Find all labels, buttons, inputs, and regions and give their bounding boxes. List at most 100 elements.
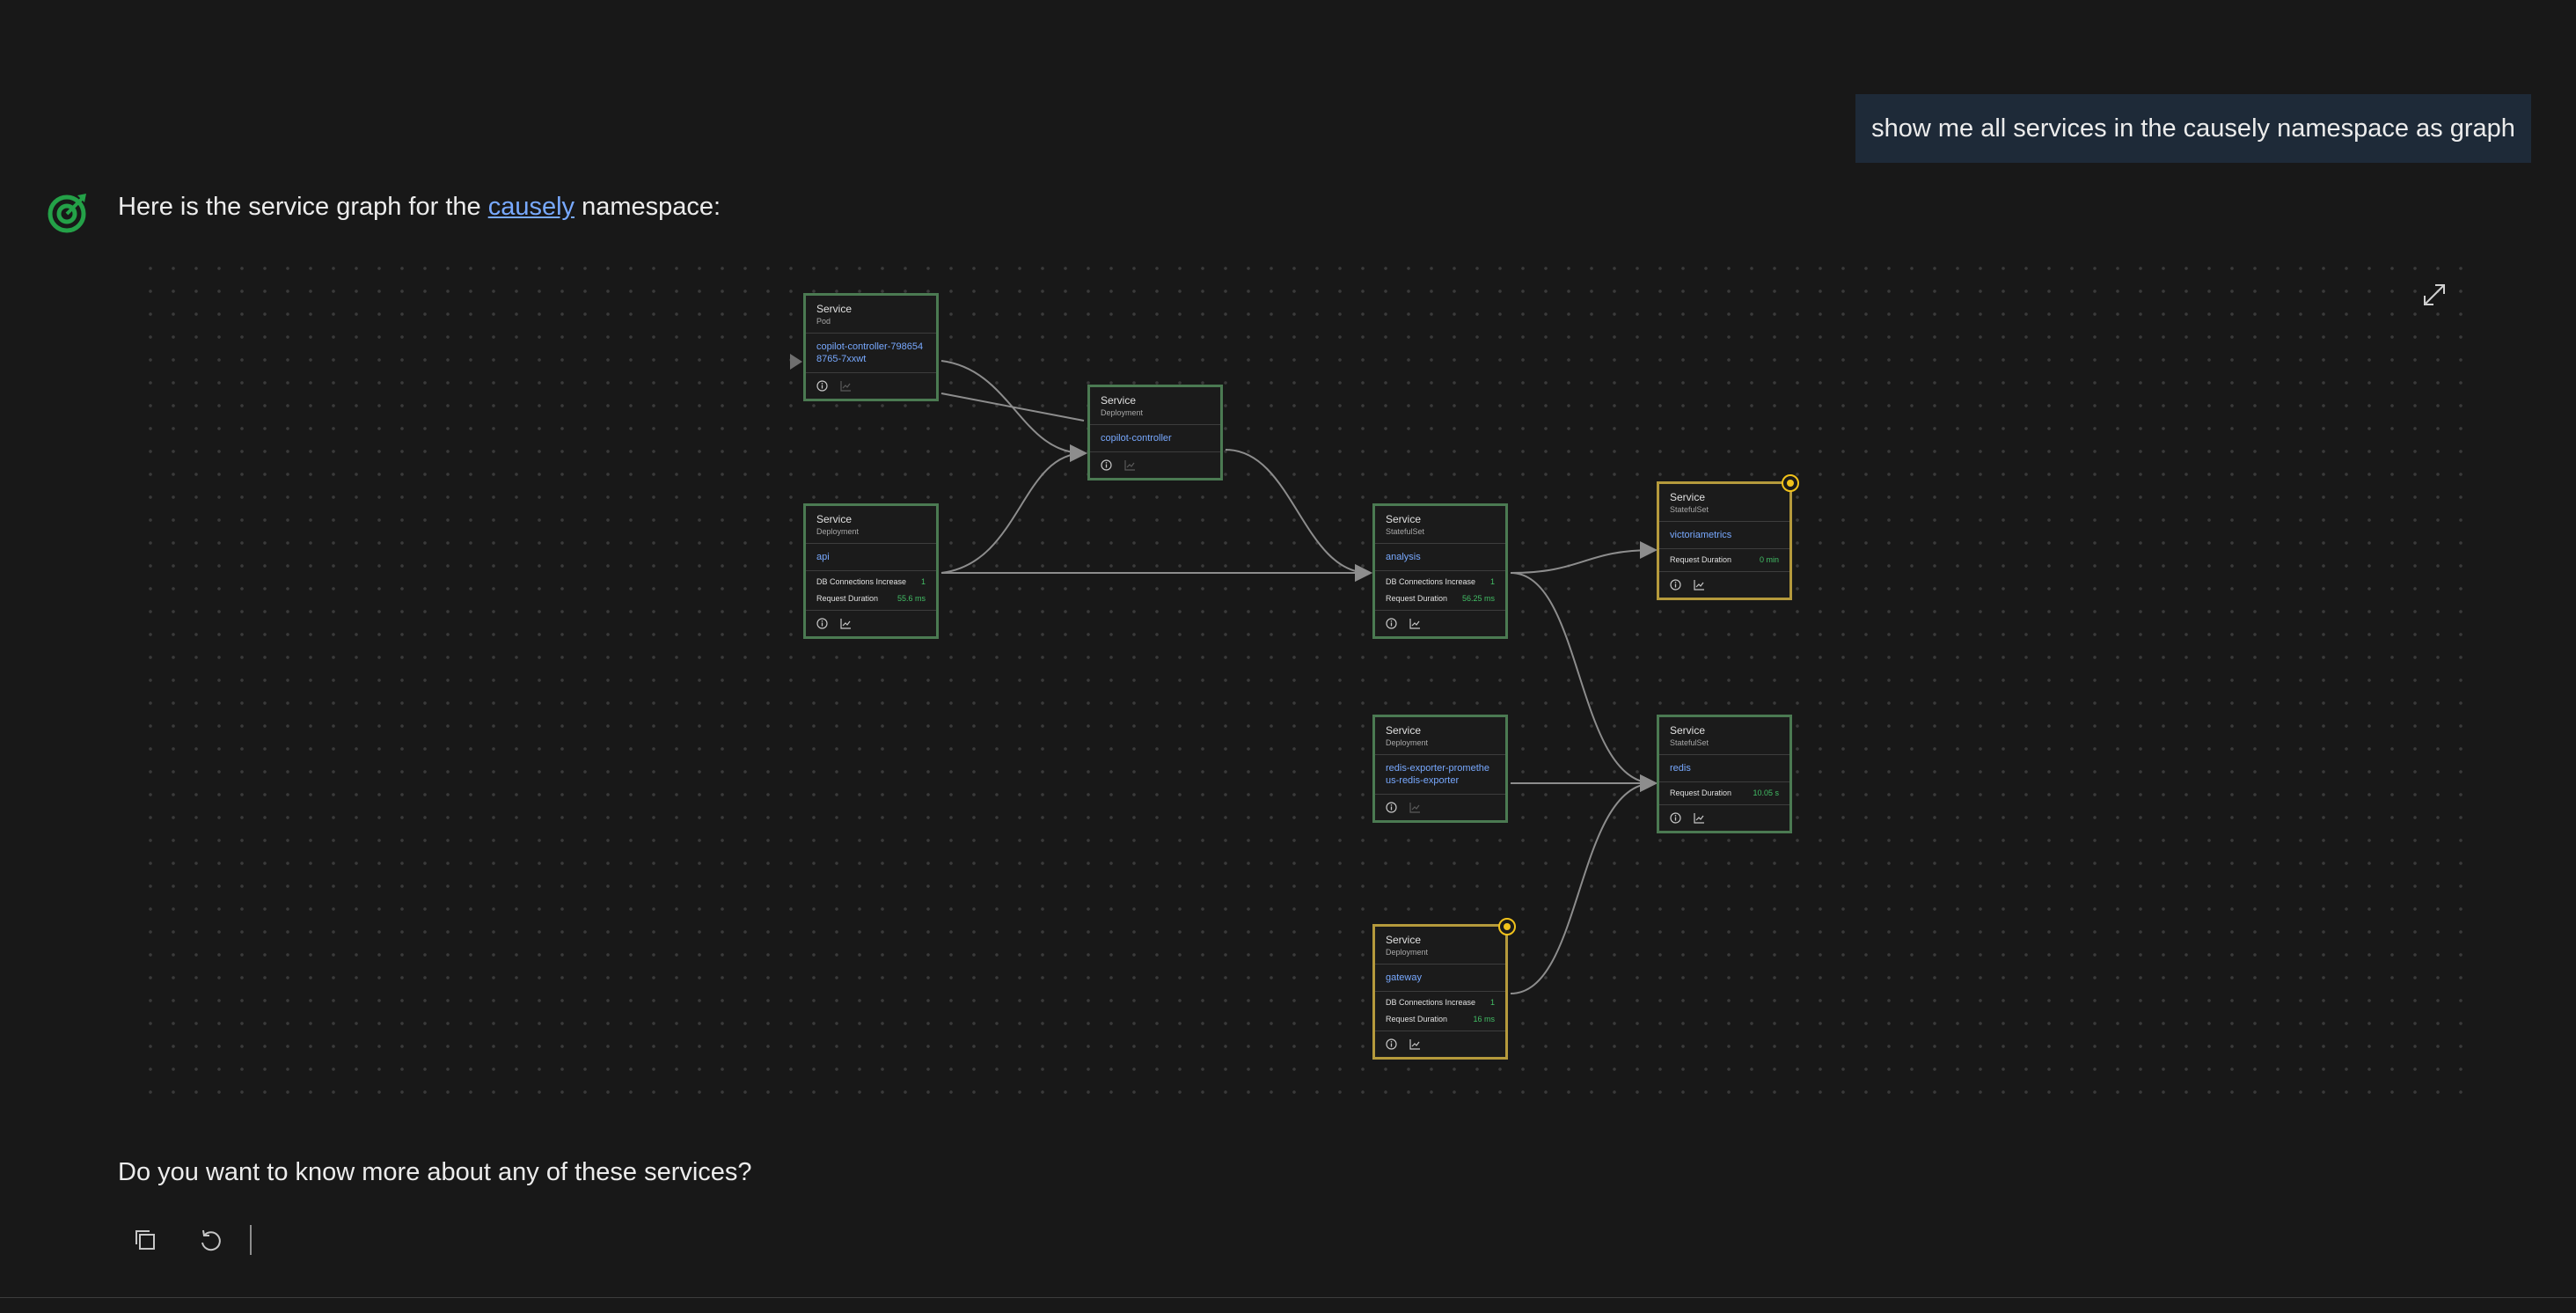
node-kind: Service (1670, 724, 1706, 737)
expand-icon[interactable] (2419, 280, 2449, 310)
service-graph-canvas[interactable] (132, 250, 2472, 1104)
service-node-copilot-controller[interactable]: Service Deployment copilot-controller (1087, 385, 1223, 480)
node-subkind: Deployment (816, 527, 860, 536)
alert-badge-icon[interactable] (1498, 918, 1516, 935)
node-subkind: Deployment (1101, 408, 1144, 417)
node-footer (1375, 611, 1505, 636)
node-kind: Service (1670, 491, 1706, 503)
metric-value: 1 (920, 577, 926, 586)
node-name-link[interactable]: copilot-controller-7986548765-7xxwt (806, 334, 936, 373)
intro-prefix: Here is the service graph for the (118, 193, 488, 221)
assistant-followup: Do you want to know more about any of th… (118, 1158, 752, 1186)
node-footer (1659, 572, 1789, 598)
metric-row: DB Connections Increase 1 (1375, 994, 1505, 1011)
service-node-copilot-controller-pod[interactable]: Service Pod copilot-controller-798654876… (803, 293, 939, 401)
node-kind: Service (816, 303, 853, 315)
metric-value: 1 (1489, 998, 1495, 1007)
node-subkind: Pod (816, 317, 831, 326)
service-node-gateway[interactable]: Service Deployment gateway DB Connection… (1372, 924, 1508, 1060)
node-name-link[interactable]: redis (1659, 755, 1789, 782)
service-node-redis-exporter[interactable]: Service Deployment redis-exporter-promet… (1372, 715, 1508, 823)
node-header: Service StatefulSet (1659, 484, 1789, 522)
chart-icon[interactable] (1409, 1038, 1421, 1050)
node-header: Service Deployment (1375, 717, 1505, 755)
metric-value: 0 min (1759, 555, 1779, 564)
info-icon[interactable] (1386, 618, 1397, 629)
chart-icon (1409, 802, 1421, 813)
node-name-link[interactable]: analysis (1375, 544, 1505, 571)
metric-value: 10.05 s (1753, 789, 1779, 797)
info-icon[interactable] (1386, 802, 1397, 813)
node-kind: Service (1101, 394, 1137, 407)
chart-icon (1124, 459, 1136, 471)
node-name-link[interactable]: api (806, 544, 936, 571)
info-icon[interactable] (816, 618, 828, 629)
info-icon[interactable] (1386, 1038, 1397, 1050)
node-header: Service Deployment (806, 506, 936, 544)
info-icon[interactable] (1101, 459, 1112, 471)
node-metrics: DB Connections Increase 1 Request Durati… (1375, 992, 1505, 1031)
node-header: Service Deployment (1090, 387, 1220, 425)
node-kind: Service (1386, 724, 1422, 737)
metric-label: DB Connections Increase (1386, 998, 1476, 1007)
node-kind: Service (1386, 934, 1422, 946)
node-subkind: StatefulSet (1386, 527, 1425, 536)
node-footer (806, 373, 936, 399)
chart-icon[interactable] (1694, 579, 1705, 590)
node-footer (806, 611, 936, 636)
chart-icon (840, 380, 852, 392)
node-header: Service Deployment (1375, 927, 1505, 965)
service-node-victoriametrics[interactable]: Service StatefulSet victoriametrics Requ… (1657, 481, 1792, 600)
node-footer (1659, 805, 1789, 831)
node-subkind: Deployment (1386, 948, 1429, 957)
node-kind: Service (816, 513, 853, 525)
info-icon[interactable] (1670, 579, 1681, 590)
target-arrow-icon (48, 194, 86, 233)
metric-value: 55.6 ms (896, 594, 926, 603)
namespace-link[interactable]: causely (487, 193, 575, 221)
info-icon[interactable] (1670, 812, 1681, 824)
node-name-link[interactable]: gateway (1375, 965, 1505, 992)
metric-row: Request Duration 16 ms (1375, 1011, 1505, 1028)
node-header: Service Pod (806, 296, 936, 334)
intro-suffix: namespace: (574, 193, 721, 221)
chart-icon[interactable] (1694, 812, 1705, 824)
metric-label: Request Duration (1386, 594, 1448, 603)
alert-badge-icon[interactable] (1782, 474, 1799, 492)
node-header: Service StatefulSet (1659, 717, 1789, 755)
copy-icon[interactable] (130, 1225, 160, 1255)
metric-row: Request Duration 55.6 ms (806, 590, 936, 607)
metric-value: 1 (1489, 577, 1495, 586)
node-subkind: StatefulSet (1670, 505, 1709, 514)
node-footer (1375, 795, 1505, 820)
metric-label: Request Duration (1386, 1015, 1448, 1023)
node-name-link[interactable]: victoriametrics (1659, 522, 1789, 549)
node-header: Service StatefulSet (1375, 506, 1505, 544)
metric-value: 56.25 ms (1461, 594, 1495, 603)
metric-label: DB Connections Increase (816, 577, 907, 586)
info-icon[interactable] (816, 380, 828, 392)
service-node-api[interactable]: Service Deployment api DB Connections In… (803, 503, 939, 639)
metric-label: Request Duration (1670, 789, 1732, 797)
service-node-analysis[interactable]: Service StatefulSet analysis DB Connecti… (1372, 503, 1508, 639)
chart-icon[interactable] (840, 618, 852, 629)
node-subkind: Deployment (1386, 738, 1429, 747)
assistant-intro: Here is the service graph for the causel… (118, 193, 721, 222)
node-name-link[interactable]: copilot-controller (1090, 425, 1220, 452)
metric-label: Request Duration (1670, 555, 1732, 564)
node-name-link[interactable]: redis-exporter-prometheus-redis-exporter (1375, 755, 1505, 795)
service-node-redis[interactable]: Service StatefulSet redis Request Durati… (1657, 715, 1792, 833)
metric-row: Request Duration 10.05 s (1659, 785, 1789, 802)
metric-label: Request Duration (816, 594, 879, 603)
node-kind: Service (1386, 513, 1422, 525)
action-divider (250, 1225, 252, 1255)
chart-icon[interactable] (1409, 618, 1421, 629)
node-footer (1090, 452, 1220, 478)
regenerate-icon[interactable] (195, 1225, 225, 1255)
metric-row: DB Connections Increase 1 (1375, 574, 1505, 590)
metric-row: Request Duration 0 min (1659, 552, 1789, 568)
node-metrics: DB Connections Increase 1 Request Durati… (806, 571, 936, 611)
bottom-divider (0, 1297, 2576, 1298)
metric-row: Request Duration 56.25 ms (1375, 590, 1505, 607)
